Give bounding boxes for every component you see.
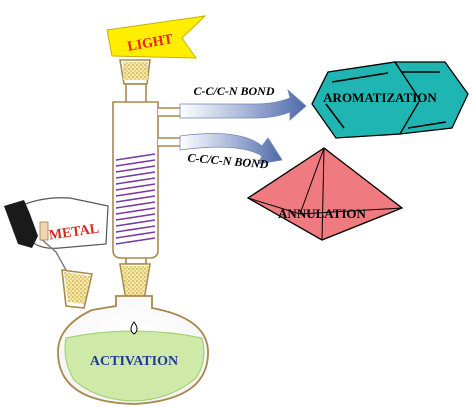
hexagon-fused-ring-icon [311, 61, 469, 139]
pyramid-icon [246, 147, 404, 241]
bond-label-top: C-C/C-N BOND [193, 84, 274, 98]
reflux-condenser [112, 59, 183, 301]
round-bottom-flask [57, 269, 209, 405]
annulation-label: ANNULATION [278, 206, 366, 221]
activation-label: ACTIVATION [90, 354, 178, 369]
aromatization-label: AROMATIZATION [323, 90, 437, 105]
gloved-hand-icon [4, 197, 109, 271]
light-flag-icon [106, 15, 207, 59]
condenser-coil [115, 153, 156, 245]
metal-label: METAL [48, 222, 100, 244]
arrow-to-aromatization [179, 88, 307, 121]
bottom-stopper [121, 266, 149, 298]
arrow-to-annulation [179, 133, 283, 165]
top-stopper [123, 62, 148, 80]
